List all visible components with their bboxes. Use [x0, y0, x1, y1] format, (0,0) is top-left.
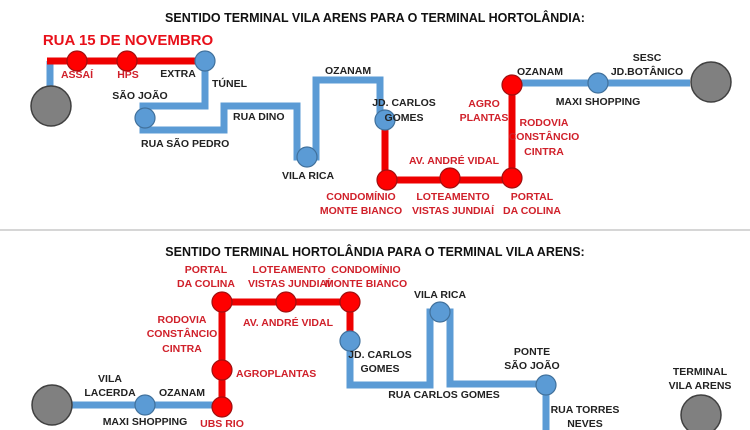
stop-label: OZANAM [159, 387, 205, 399]
terminal-label: TERMINAL [673, 366, 728, 378]
terminal-vila-arens [680, 394, 722, 430]
street-label: RUA TORRES [551, 404, 620, 416]
stop-jd-carlos-gomes [339, 330, 361, 352]
stop-label: AGROPLANTAS [236, 368, 316, 380]
stop-label: MONTE BIANCO [325, 278, 407, 290]
stop-label: MAXI SHOPPING [556, 96, 641, 108]
stop-label: JD.BOTÂNICO [611, 65, 683, 78]
stop-label: DA COLINA [177, 278, 235, 290]
street-label: AV. ANDRÉ VIDAL [409, 154, 500, 167]
stop-label: OZANAM [325, 65, 371, 77]
stop-label: VILA [98, 373, 122, 385]
street-label: RUA 15 DE NOVEMBRO [43, 32, 214, 49]
stop-extra [194, 50, 216, 72]
stop-label: LOTEAMENTO [416, 191, 489, 203]
route-vila-arens-to-hortolandia: SENTIDO TERMINAL VILA ARENS PARA O TERMI… [30, 10, 732, 217]
stop-label: PONTE [514, 346, 550, 358]
stop-label: JD. CARLOS [372, 97, 436, 109]
stop-label: VISTAS JUNDIAÍ [412, 204, 495, 217]
street-label: RUA SÃO PEDRO [141, 137, 229, 150]
stop-vila-rica [429, 301, 451, 323]
terminal-hortolandia [31, 384, 73, 426]
street-label: NEVES [567, 418, 603, 430]
stop-label: SÃO JOÃO [112, 89, 167, 102]
stop-label: SÃO JOÃO [504, 359, 559, 372]
terminal-label: VILA ARENS [669, 380, 732, 392]
terminal-vila-arens [30, 85, 72, 127]
stop-label: GOMES [384, 112, 423, 124]
stop-label: SESC [633, 52, 662, 64]
stop-label: AGRO [468, 98, 500, 110]
stop-label: GOMES [360, 363, 399, 375]
stop-portal-da-colina [211, 291, 233, 313]
stop-label: PORTAL [511, 191, 554, 203]
terminal-hortolandia [690, 61, 732, 103]
stop-agro-plantas [501, 74, 523, 96]
stop-portal-da-colina [501, 167, 523, 189]
stop-label: VILA RICA [282, 170, 335, 182]
stop-loteamento [275, 291, 297, 313]
stop-sao-pedro [134, 107, 156, 129]
stop-label: OZANAM [517, 66, 563, 78]
stop-maxi-shopping [587, 72, 609, 94]
stop-ponte-sao-joao [535, 374, 557, 396]
street-label: AV. ANDRÉ VIDAL [243, 316, 334, 329]
stop-vila-rica [296, 146, 318, 168]
route-line [139, 61, 384, 161]
stop-label: VILA RICA [414, 289, 467, 301]
stop-label: JD. CARLOS [348, 349, 412, 361]
stop-label: CONDOMÍNIO [331, 263, 400, 276]
stop-hps [116, 50, 138, 72]
stop-assai [66, 50, 88, 72]
street-label: RODOVIA [157, 314, 206, 326]
stop-label: EXTRA [160, 68, 196, 80]
stop-label: MONTE BIANCO [320, 205, 402, 217]
stop-label: UBS RIO [200, 418, 244, 430]
street-label: CINTRA [162, 343, 202, 355]
stop-label: CONDOMÍNIO [326, 190, 395, 203]
stop-label: MAXI SHOPPING [103, 416, 188, 428]
stop-jd-carlos-gomes [374, 109, 396, 131]
stop-label: VISTAS JUNDIAÍ [248, 277, 331, 290]
stop-label: LOTEAMENTO [252, 264, 325, 276]
street-label: RUA CARLOS GOMES [388, 389, 500, 401]
stop-loteamento [439, 167, 461, 189]
street-label: CONSTÂNCIO [509, 130, 580, 143]
section-title: SENTIDO TERMINAL VILA ARENS PARA O TERMI… [165, 10, 585, 25]
street-label: RUA DINO [233, 111, 285, 123]
stop-label: PORTAL [185, 264, 228, 276]
stop-label: PLANTAS [460, 112, 509, 124]
route-hortolandia-to-vila-arens: SENTIDO TERMINAL HORTOLÂNDIA PARA O TERM… [31, 244, 732, 430]
stop-ubs-rio [211, 396, 233, 418]
street-label: CINTRA [524, 146, 564, 158]
stop-condominio [376, 169, 398, 191]
stop-maxi-shopping [134, 394, 156, 416]
stop-agroplantas [211, 359, 233, 381]
stop-label: HPS [117, 69, 139, 81]
stop-label: ASSAÍ [61, 68, 94, 81]
section-title: SENTIDO TERMINAL HORTOLÂNDIA PARA O TERM… [165, 244, 584, 259]
street-label: RODOVIA [519, 117, 568, 129]
stop-condominio [339, 291, 361, 313]
stop-label: DA COLINA [503, 205, 561, 217]
stop-label: LACERDA [84, 387, 136, 399]
stop-label: TÚNEL [212, 77, 248, 90]
street-label: CONSTÂNCIO [147, 327, 218, 340]
